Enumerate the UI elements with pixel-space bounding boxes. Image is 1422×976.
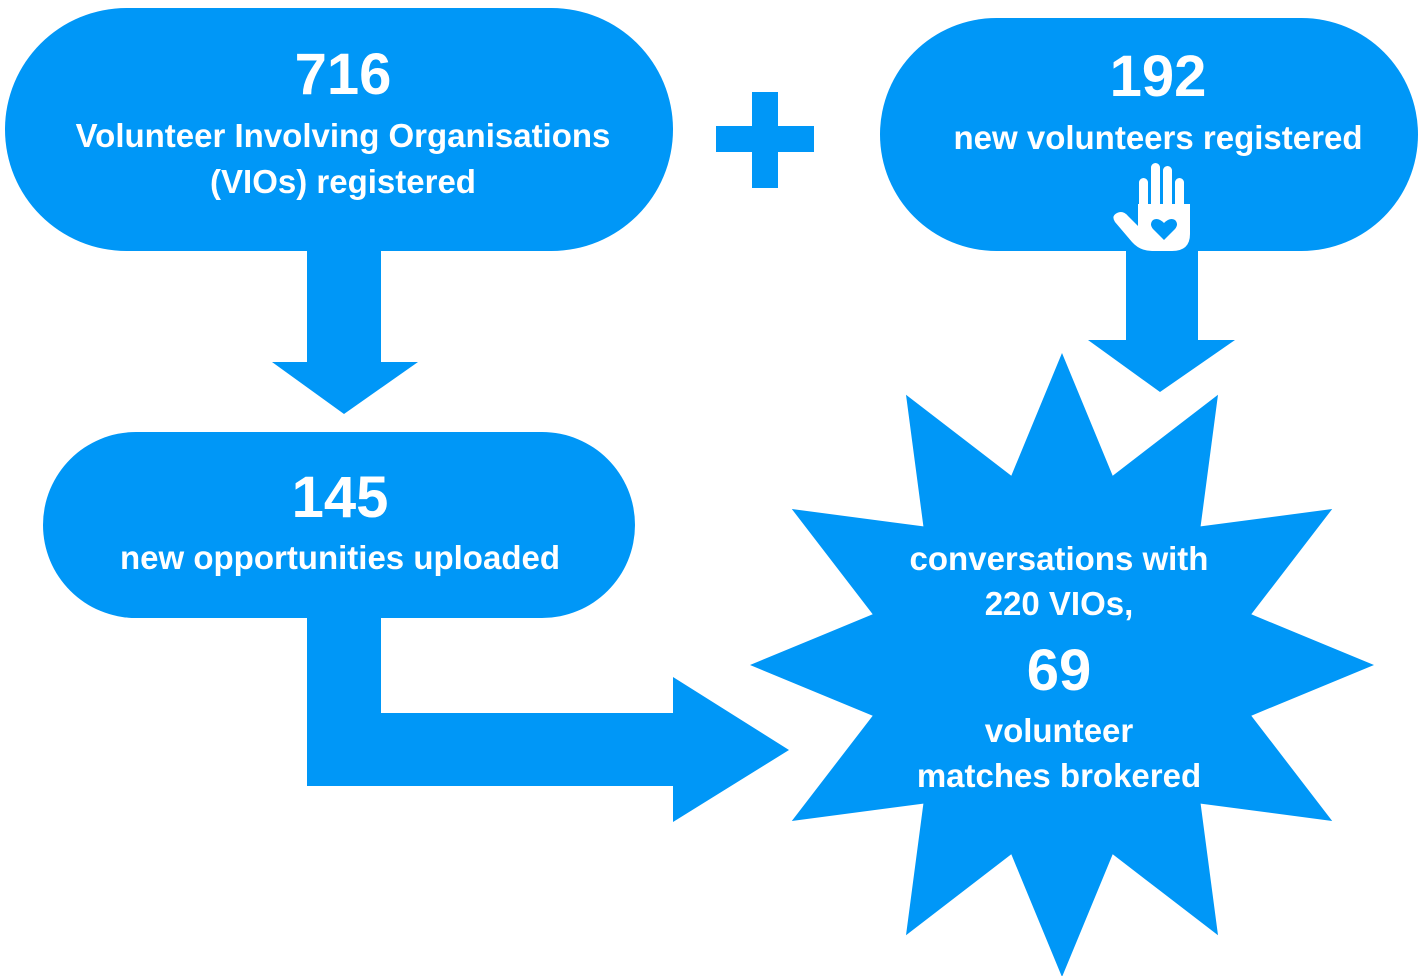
- opportunities-label: new opportunities uploaded: [120, 539, 560, 576]
- outcome-label-line1: conversations with: [910, 540, 1209, 577]
- outcome-starburst: [750, 353, 1374, 976]
- opportunities-uploaded-box: [43, 432, 635, 618]
- vios-count: 716: [295, 42, 392, 107]
- volunteers-label: new volunteers registered: [954, 119, 1363, 156]
- opportunities-count: 145: [292, 465, 389, 530]
- outcome-label-line3: volunteer: [985, 712, 1134, 749]
- outcome-label-line2: 220 VIOs,: [985, 585, 1134, 622]
- vios-registered-box: [5, 8, 673, 251]
- volunteers-registered-box: [880, 18, 1418, 251]
- arrow-down-vios-to-opportunities: [272, 248, 418, 414]
- arrow-down-volunteers-to-outcome: [1088, 248, 1235, 392]
- plus-icon: [716, 92, 814, 188]
- matches-count: 69: [1027, 638, 1092, 703]
- arrow-elbow-opportunities-to-outcome: [307, 612, 789, 822]
- vios-label-line2: (VIOs) registered: [210, 163, 476, 200]
- hand-heart-icon: [1113, 163, 1190, 251]
- outcome-label-line4: matches brokered: [917, 757, 1201, 794]
- volunteers-count: 192: [1110, 44, 1207, 109]
- vios-label-line1: Volunteer Involving Organisations: [76, 117, 611, 154]
